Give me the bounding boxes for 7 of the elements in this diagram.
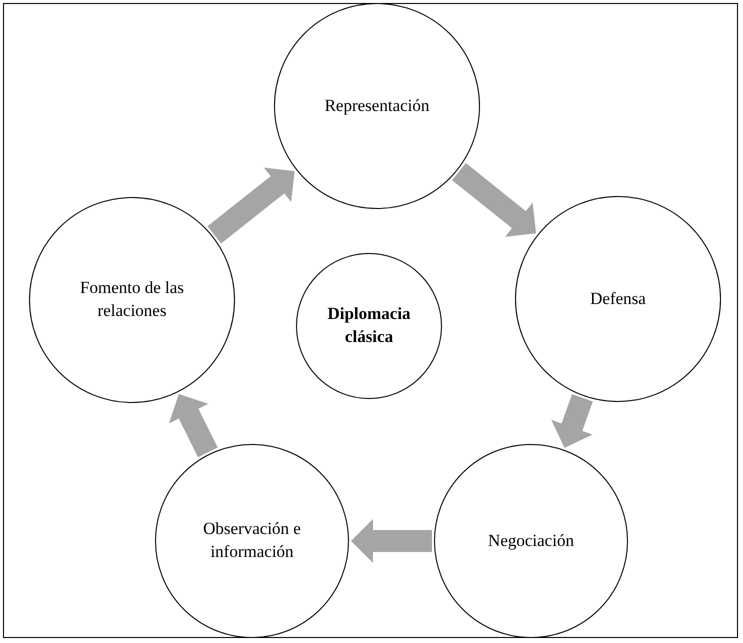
circle-label: Representación — [324, 94, 430, 117]
circle-label: Negociación — [488, 530, 574, 552]
circle-label: Fomento de las relaciones — [79, 277, 185, 322]
circle-label: Defensa — [590, 288, 646, 310]
circle-label: Observación e información — [202, 518, 302, 563]
circle-label: Diplomacia clásica — [326, 303, 412, 348]
block-arrow — [351, 519, 432, 563]
